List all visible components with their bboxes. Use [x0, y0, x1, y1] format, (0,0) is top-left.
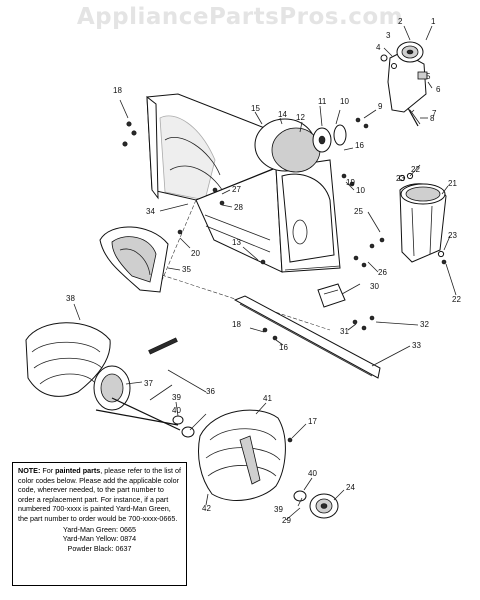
callout-25: 25 [354, 207, 363, 216]
note-intro: For [42, 466, 54, 475]
callout-42: 42 [202, 504, 211, 513]
callout-6: 6 [436, 85, 441, 94]
scraper-bar [233, 295, 381, 379]
callout-35: 35 [182, 265, 191, 274]
note-label: NOTE: [18, 466, 41, 475]
skid-plate [317, 283, 346, 308]
auger-housing [121, 93, 341, 331]
callout-22b: 22 [452, 295, 461, 304]
note-body: NOTE: For painted parts, please refer to… [18, 466, 181, 524]
callout-17: 17 [308, 417, 317, 426]
callout-41: 41 [263, 394, 272, 403]
callout-7: 7 [432, 109, 437, 118]
callout-26: 26 [378, 268, 387, 277]
callout-37: 37 [144, 379, 153, 388]
callout-24: 24 [346, 483, 355, 492]
callout-3: 3 [386, 31, 391, 40]
callout-2: 2 [398, 17, 403, 26]
callout-20: 20 [191, 249, 200, 258]
auger-shaft [111, 397, 195, 438]
auger-side-housing [99, 226, 169, 293]
callout-33: 33 [412, 341, 421, 350]
callout-32: 32 [420, 320, 429, 329]
bearing-pulley [172, 415, 339, 519]
callout-18b: 18 [232, 320, 241, 329]
hardware-fasteners [122, 117, 447, 341]
left-auger [25, 322, 179, 426]
note-text: , please refer to the list of color code… [18, 466, 181, 523]
painted-parts-note: NOTE: For painted parts, please refer to… [12, 462, 187, 586]
color-code-yellow: Yard-Man Yellow: 0874 [62, 534, 137, 544]
callout-10a: 10 [340, 97, 349, 106]
callout-28: 28 [234, 203, 243, 212]
color-code-list: Yard-Man Green: 0665 Yard-Man Yellow: 08… [18, 525, 181, 554]
callout-16b: 16 [279, 343, 288, 352]
note-bold-phrase: painted parts [55, 466, 101, 475]
callout-18a: 18 [113, 86, 122, 95]
callout-19: 19 [346, 178, 355, 187]
color-code-black: Powder Black: 0637 [67, 543, 132, 553]
callout-9: 9 [378, 102, 383, 111]
callout-40b: 40 [308, 469, 317, 478]
callout-39a: 39 [172, 393, 181, 402]
callout-27: 27 [232, 185, 241, 194]
callout-39b: 39 [274, 505, 283, 514]
gear-case [254, 118, 347, 173]
callout-8: 8 [430, 114, 435, 123]
chute-assembly [398, 172, 447, 263]
callout-15: 15 [251, 104, 260, 113]
callout-23b: 23 [448, 231, 457, 240]
callout-34: 34 [146, 207, 155, 216]
callout-36: 36 [206, 387, 215, 396]
callout-22a: 22 [411, 165, 420, 174]
watermark-logo: AppliancePartsPros.com [76, 4, 404, 30]
callout-40a: 40 [172, 406, 181, 415]
callout-11: 11 [318, 97, 327, 106]
idler-pulley-assembly [380, 41, 428, 127]
callout-31: 31 [340, 327, 349, 336]
callout-4: 4 [376, 43, 381, 52]
callout-1: 1 [431, 17, 436, 26]
callout-10b: 10 [356, 186, 365, 195]
callout-5: 5 [426, 72, 431, 81]
callout-23a: 23 [396, 174, 405, 183]
color-code-green: Yard-Man Green: 0665 [63, 524, 136, 534]
callout-21: 21 [448, 179, 457, 188]
callout-13: 13 [232, 238, 241, 247]
leader-lines [73, 25, 457, 521]
callout-labels: 1 2 3 4 5 6 7 8 9 10 10 11 12 13 14 15 1… [66, 17, 461, 525]
right-auger [198, 409, 286, 501]
callout-38: 38 [66, 294, 75, 303]
callout-30: 30 [370, 282, 379, 291]
callout-29: 29 [282, 516, 291, 525]
callout-12: 12 [296, 113, 305, 122]
callout-14: 14 [278, 110, 287, 119]
callout-16a: 16 [355, 141, 364, 150]
